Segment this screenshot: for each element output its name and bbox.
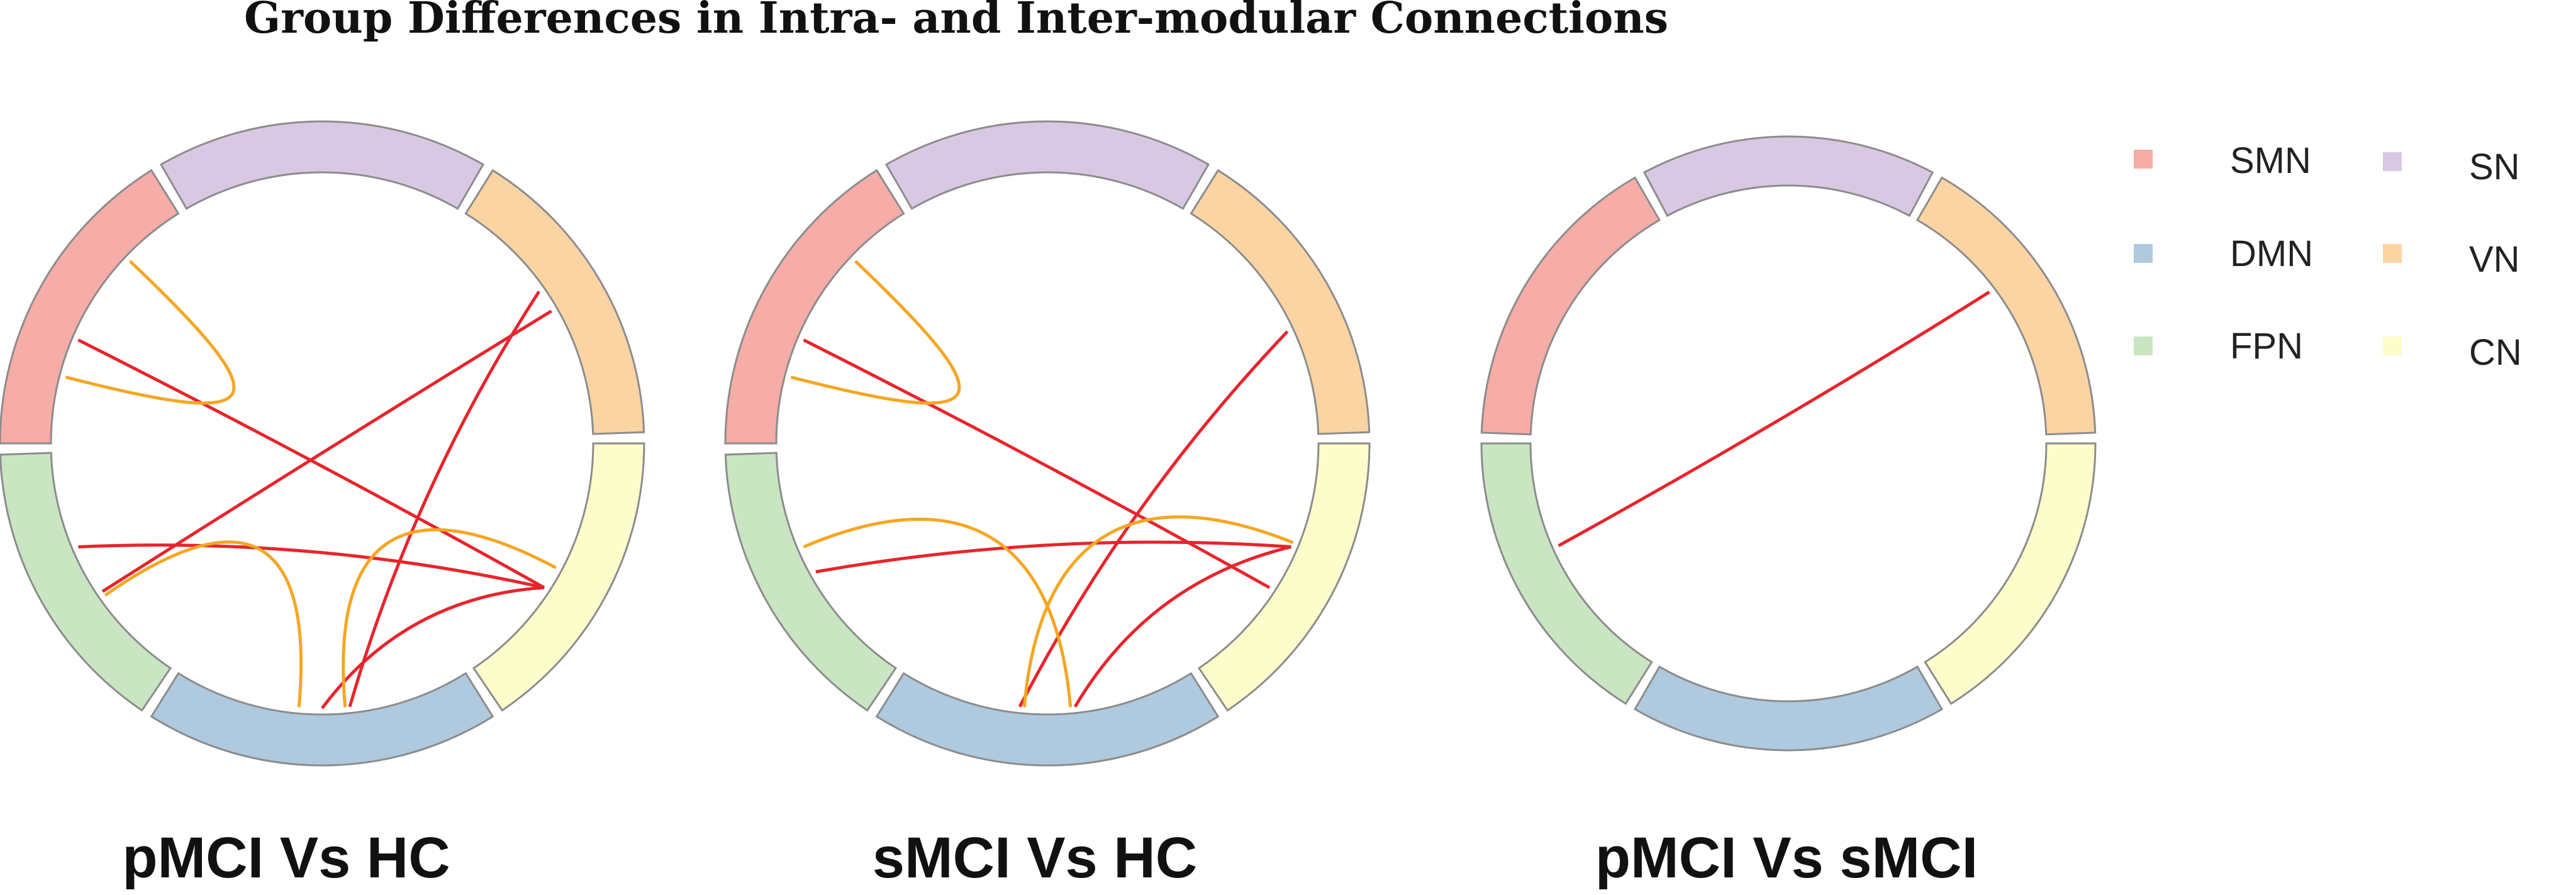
module-segment-cn — [1924, 442, 2097, 705]
connection-links — [1558, 291, 1990, 547]
module-segment-sn — [159, 120, 485, 210]
module-segment-sn — [1642, 135, 1934, 218]
module-legend: SMN SN DMN VN FPN CN — [2134, 140, 2522, 373]
module-ring — [1480, 135, 2097, 752]
module-segment-fpn — [0, 452, 172, 712]
legend-swatch-smn — [2134, 150, 2153, 169]
connection-link-fpn-dmn — [803, 518, 1073, 708]
panel-caption: pMCI Vs sMCI — [1595, 826, 1978, 890]
connection-link-fpn-dmn — [104, 540, 303, 708]
connection-link-dmn-cn — [1073, 545, 1292, 708]
module-segment-smn — [1480, 176, 1661, 436]
legend-label-vn: VN — [2469, 239, 2520, 280]
connection-link-smn-cn — [77, 338, 545, 589]
connection-link-smn-smn — [65, 260, 236, 405]
chord-panel-pmci-vs-hc: pMCI Vs HC — [0, 120, 645, 890]
legend-label-fpn: FPN — [2230, 326, 2303, 367]
module-ring — [724, 120, 1371, 767]
legend-label-dmn: DMN — [2230, 233, 2313, 274]
figure-title: Group Differences in Intra- and Inter-mo… — [244, 0, 1668, 43]
chord-panel-smci-vs-hc: sMCI Vs HC — [724, 120, 1371, 890]
module-segment-fpn — [724, 452, 898, 712]
module-segment-dmn — [1633, 665, 1944, 752]
module-segment-dmn — [150, 672, 494, 767]
module-segment-smn — [0, 169, 180, 445]
module-segment-dmn — [875, 672, 1220, 767]
module-segment-smn — [724, 169, 905, 445]
panel-caption: sMCI Vs HC — [873, 826, 1197, 890]
connection-link-cn-dmn — [1022, 515, 1294, 708]
legend-swatch-dmn — [2134, 244, 2153, 263]
legend-swatch-sn — [2383, 152, 2402, 171]
legend-label-smn: SMN — [2230, 140, 2311, 181]
connection-link-vn-fpn — [1558, 291, 1990, 547]
module-segment-fpn — [1480, 442, 1653, 705]
legend-swatch-vn — [2383, 244, 2402, 263]
connection-link-cn-dmn — [342, 528, 557, 708]
module-segment-cn — [1197, 442, 1371, 712]
module-segment-vn — [1915, 176, 2097, 436]
module-ring — [0, 120, 645, 767]
connection-link-dmn-cn — [320, 586, 545, 709]
connection-link-fpn-cn — [815, 540, 1291, 574]
chord-panel-pmci-vs-smci: pMCI Vs sMCI — [1480, 135, 2097, 890]
legend-label-sn: SN — [2469, 147, 2520, 187]
connection-link-smn-smn — [790, 260, 961, 405]
module-segment-vn — [1190, 169, 1371, 435]
module-segment-vn — [464, 169, 645, 435]
connection-link-dmn-vn — [348, 291, 540, 708]
legend-label-cn: CN — [2469, 332, 2522, 373]
connection-link-fpn-cn — [78, 543, 545, 589]
panel-caption: pMCI Vs HC — [122, 826, 450, 890]
legend-swatch-cn — [2383, 336, 2402, 355]
legend-swatch-fpn — [2134, 336, 2153, 355]
connection-links — [65, 260, 557, 709]
module-segment-sn — [884, 120, 1210, 210]
connection-link-dmn-vn — [1018, 330, 1289, 708]
connection-link-vn-fpn — [101, 309, 552, 593]
connection-link-smn-cn — [803, 338, 1271, 589]
connection-links — [790, 260, 1294, 708]
module-segment-cn — [472, 442, 645, 712]
